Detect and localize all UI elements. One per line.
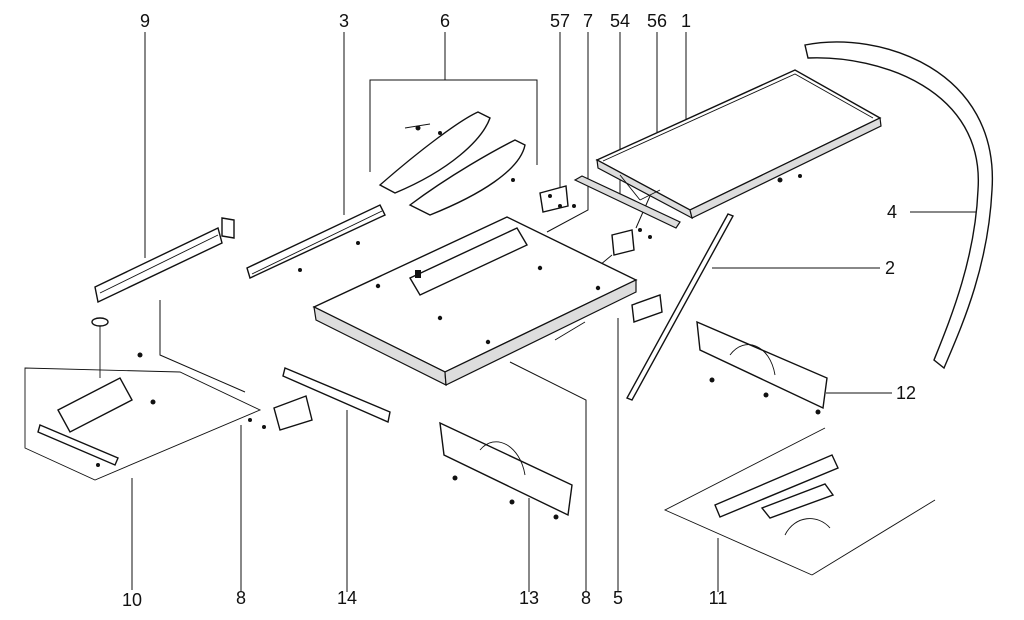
part-label-8-left: 8 <box>236 588 246 608</box>
part-54-56-rail-brackets <box>539 175 681 266</box>
main-saw-table <box>312 216 638 387</box>
part-label-8-right: 8 <box>581 588 591 608</box>
part-2-support-strut <box>626 213 734 401</box>
part-label-10: 10 <box>122 590 142 610</box>
part-label-6: 6 <box>440 11 450 31</box>
part-label-7: 7 <box>583 11 593 31</box>
part-12-leg-plate-right <box>696 320 828 415</box>
part-label-11: 11 <box>709 588 728 608</box>
part-label-54: 54 <box>610 11 630 31</box>
leader-lines <box>131 32 990 592</box>
part-number-labels: 9 3 6 57 7 54 56 1 4 2 12 10 8 14 13 8 5… <box>122 11 916 610</box>
part-label-9: 9 <box>140 11 150 31</box>
part-4-dust-hose <box>804 41 993 370</box>
part-13-leg-plate-left <box>439 421 573 520</box>
part-3-guide-rail <box>246 204 386 279</box>
part-14-and-8 <box>248 367 391 431</box>
part-9-rip-fence <box>94 217 235 304</box>
part-label-3: 3 <box>339 11 349 31</box>
part-label-13: 13 <box>519 588 539 608</box>
part-label-2: 2 <box>885 258 895 278</box>
part-label-57: 57 <box>550 11 570 31</box>
part-label-1: 1 <box>681 11 691 31</box>
part-label-5: 5 <box>613 588 623 608</box>
part-label-14: 14 <box>337 588 357 608</box>
part-10-mitre-gauge <box>24 317 262 481</box>
part-1-table-extension <box>595 69 882 220</box>
part-6-blade-guard <box>378 111 526 216</box>
part-5-bracket <box>631 294 663 323</box>
part-label-4: 4 <box>887 202 897 222</box>
part-11-insert-plate <box>663 427 936 576</box>
part-label-56: 56 <box>647 11 667 31</box>
part-label-12: 12 <box>896 383 916 403</box>
